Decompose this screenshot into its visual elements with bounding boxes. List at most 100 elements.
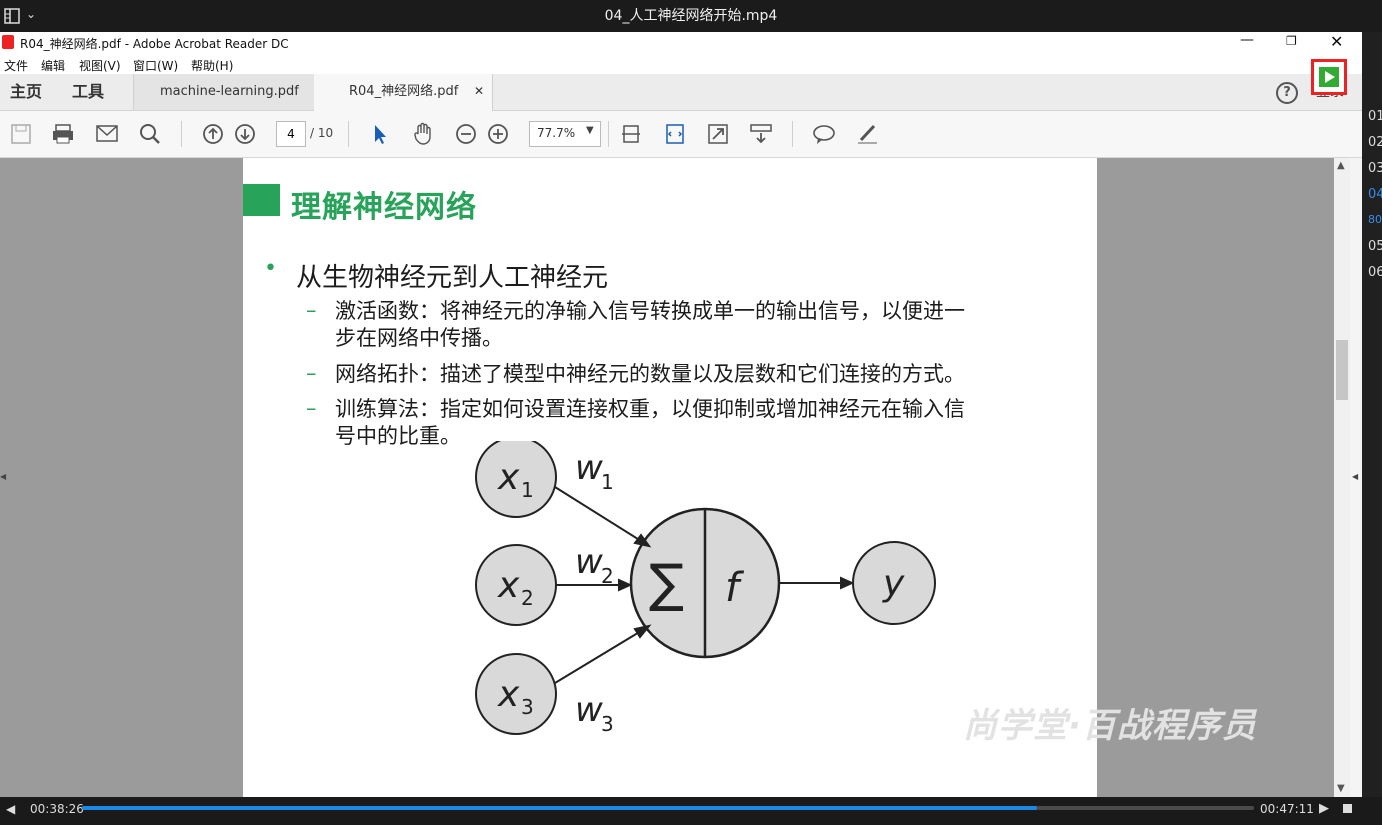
zoom-value: 77.7% <box>537 126 576 140</box>
label-sum: ∑ <box>649 554 684 614</box>
playlist-item-active[interactable]: 04 <box>1368 187 1382 202</box>
close-button[interactable]: ✕ <box>1330 32 1344 51</box>
sub-dash: – <box>306 396 317 420</box>
save-icon[interactable] <box>6 119 36 149</box>
toolbar-divider <box>792 121 793 147</box>
playlist-item[interactable]: 05 <box>1368 239 1382 254</box>
label-w2-sub: 2 <box>601 564 614 588</box>
arrow-head <box>633 624 652 639</box>
label-x2: x <box>497 565 520 606</box>
playlist-item[interactable]: 06 <box>1368 265 1382 280</box>
hand-tool-icon[interactable] <box>408 119 438 149</box>
playlist-item[interactable]: 01 <box>1368 109 1382 124</box>
window-titlebar: R04_神经网络.pdf - Adobe Acrobat Reader DC —… <box>0 32 1362 54</box>
label-x1: x <box>497 457 520 498</box>
label-w3-sub: 3 <box>601 712 614 736</box>
main-toolbar: / 10 77.7% ▼ <box>0 111 1362 158</box>
chevron-down-icon: ▼ <box>586 125 594 136</box>
label-w3: w <box>575 690 603 730</box>
sub1-line1: 激活函数：将神经元的净输入信号转换成单一的输出信号，以便进一 <box>335 299 965 323</box>
label-w1: w <box>575 448 603 488</box>
zoom-in-icon[interactable] <box>483 119 513 149</box>
label-w1-sub: 1 <box>601 470 614 494</box>
left-collapse-icon[interactable]: ◀ <box>0 472 7 481</box>
page-fit-icon[interactable] <box>616 119 646 149</box>
scroll-down-icon[interactable]: ▼ <box>1337 783 1345 794</box>
playlist-item[interactable]: 02 <box>1368 135 1382 150</box>
recording-overlay-icon[interactable] <box>1311 59 1347 95</box>
label-x3-sub: 3 <box>521 695 534 719</box>
watermark-logo: 尚学堂·百战程序员 <box>963 706 1257 746</box>
toolbar-divider <box>348 121 349 147</box>
window-title: R04_神经网络.pdf - Adobe Acrobat Reader DC <box>20 37 289 51</box>
menu-file[interactable]: 文件 <box>4 59 29 73</box>
tab-machine-learning[interactable]: machine-learning.pdf <box>133 74 315 110</box>
label-x1-sub: 1 <box>521 478 534 502</box>
playlist-item[interactable]: 03 <box>1368 161 1382 176</box>
nav-tools[interactable]: 工具 <box>72 82 105 101</box>
elapsed-time: 00:38:26 <box>30 802 84 816</box>
menu-help[interactable]: 帮助(H) <box>191 59 234 73</box>
zoom-select[interactable]: 77.7% ▼ <box>529 121 601 147</box>
input-x3-node <box>475 653 557 735</box>
menu-window[interactable]: 窗口(W) <box>133 59 179 73</box>
total-time: 00:47:11 <box>1260 802 1314 816</box>
sub1-line2: 步在网络中传播。 <box>335 326 503 350</box>
toolbar-divider <box>181 121 182 147</box>
page-up-icon[interactable] <box>198 119 228 149</box>
fit-width-icon[interactable] <box>660 119 690 149</box>
input-x1-node <box>475 441 557 518</box>
print-icon[interactable] <box>48 119 78 149</box>
search-icon[interactable] <box>135 119 165 149</box>
tab-r04-active[interactable]: R04_神经网络.pdf ✕ <box>314 74 493 111</box>
playback-controls: ◀ 00:38:26 00:47:11 ▶ <box>0 797 1382 825</box>
nav-home[interactable]: 主页 <box>10 82 43 101</box>
page-number-input[interactable] <box>276 121 306 147</box>
vertical-scrollbar[interactable]: ▲ ▼ <box>1334 158 1350 797</box>
document-viewport[interactable]: 理解神经网络 • 从生物神经元到人工神经元 – 激活函数：将神经元的净输入信号转… <box>0 158 1350 797</box>
tab-bar: 主页 工具 machine-learning.pdf R04_神经网络.pdf … <box>0 59 1362 111</box>
arrow-head <box>618 578 633 592</box>
player-top-bar: 04_人工神经网络开始.mp4 ⌄ <box>0 0 1382 32</box>
page-total: / 10 <box>310 126 334 140</box>
chevron-down-icon[interactable]: ⌄ <box>26 7 37 21</box>
bullet-main: 从生物神经元到人工神经元 <box>296 263 609 293</box>
pdf-page: 理解神经网络 • 从生物神经元到人工神经元 – 激活函数：将神经元的净输入信号转… <box>243 158 1256 797</box>
stop-icon[interactable] <box>1343 804 1352 813</box>
email-icon[interactable] <box>92 119 122 149</box>
fullscreen-icon[interactable] <box>703 119 733 149</box>
tab-close-icon[interactable]: ✕ <box>474 84 485 98</box>
label-w2: w <box>575 542 603 582</box>
label-x2-sub: 2 <box>521 586 534 610</box>
scroll-up-icon[interactable]: ▲ <box>1337 160 1345 171</box>
playlist-side-panel <box>1362 32 1382 797</box>
playlist-icon[interactable] <box>4 8 20 24</box>
toolbar-divider <box>608 121 609 147</box>
sub-dash: – <box>306 298 317 322</box>
tab-label: machine-learning.pdf <box>160 84 299 99</box>
right-collapse-icon[interactable]: ◀ <box>1352 472 1359 481</box>
arrow-head <box>840 576 855 590</box>
scroll-mode-icon[interactable] <box>746 119 776 149</box>
label-x3: x <box>497 674 520 715</box>
neuron-diagram: x 1 x 2 x 3 w 1 w 2 w 3 ∑ f y <box>475 441 936 736</box>
help-icon[interactable]: ? <box>1276 82 1298 104</box>
rewind-icon[interactable]: ◀ <box>6 802 16 816</box>
menu-edit[interactable]: 编辑 <box>41 59 66 73</box>
page-down-icon[interactable] <box>230 119 260 149</box>
slide-title: 理解神经网络 <box>291 190 477 225</box>
zoom-out-icon[interactable] <box>451 119 481 149</box>
menu-view[interactable]: 视图(V) <box>79 59 121 73</box>
comment-icon[interactable] <box>809 119 839 149</box>
scroll-thumb[interactable] <box>1336 340 1348 400</box>
forward-icon[interactable]: ▶ <box>1319 801 1329 816</box>
progress-fill <box>82 806 1038 810</box>
highlight-pen-icon[interactable] <box>852 119 882 149</box>
restore-button[interactable]: ❐ <box>1286 34 1297 48</box>
label-y: y <box>882 563 905 604</box>
sub3-line1: 训练算法：指定如何设置连接权重，以便抑制或增加神经元在输入信 <box>335 397 965 421</box>
video-title: 04_人工神经网络开始.mp4 <box>604 8 778 24</box>
minimize-button[interactable]: — <box>1240 32 1254 48</box>
sub3-line2: 号中的比重。 <box>335 424 461 448</box>
select-cursor-icon[interactable] <box>365 119 395 149</box>
